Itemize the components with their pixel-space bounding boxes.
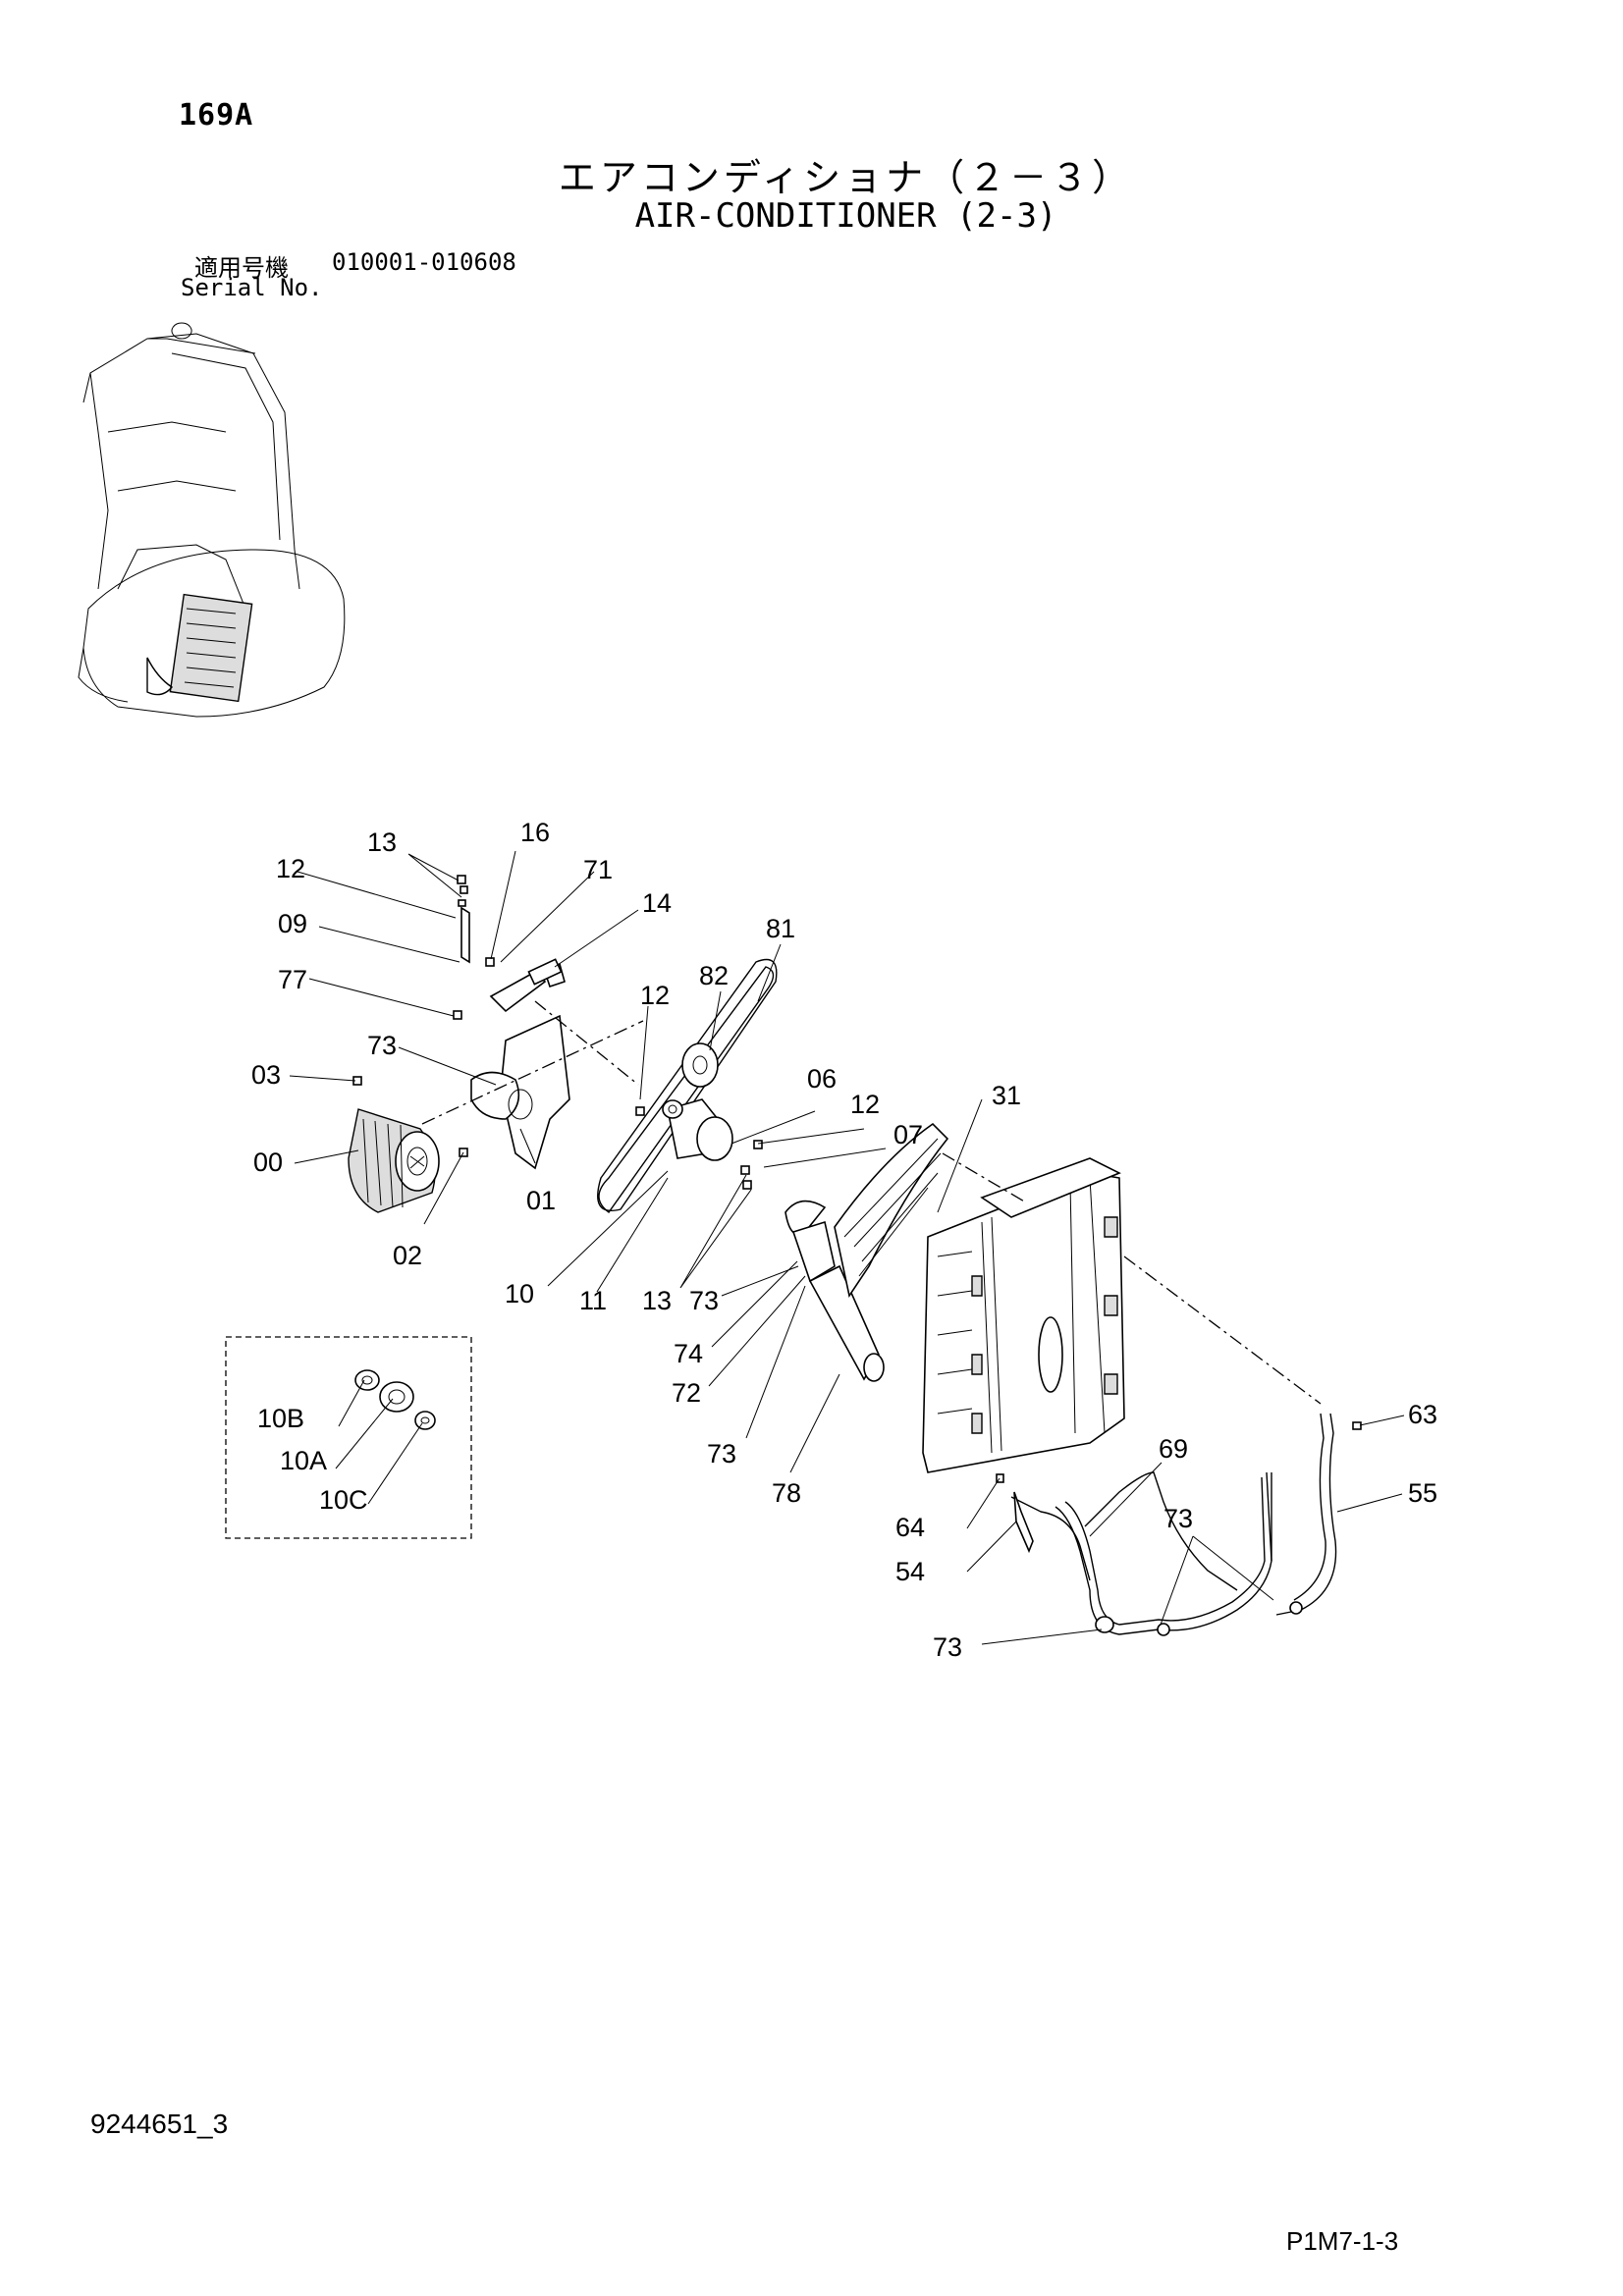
bolts-and-nuts — [352, 875, 1362, 1483]
callout-13-bottom: 13 — [642, 1286, 672, 1315]
leader-lines — [289, 850, 1405, 1645]
refrigerant-pipes — [1010, 1413, 1337, 1636]
callout-09: 09 — [278, 909, 307, 938]
callout-10c: 10C — [319, 1485, 368, 1515]
machine-overview-illustration — [78, 322, 346, 718]
callout-12-top: 12 — [276, 854, 305, 883]
hose-part-78 — [784, 1200, 885, 1382]
callout-78: 78 — [772, 1478, 801, 1508]
callout-11: 11 — [579, 1286, 607, 1315]
callout-73-pipe: 73 — [1163, 1504, 1193, 1533]
callout-73-bracket: 73 — [367, 1031, 397, 1060]
tension-pulley-part-06 — [662, 1098, 733, 1161]
callout-77: 77 — [278, 965, 307, 994]
detail-10c-washer — [414, 1411, 436, 1430]
idler-pulley-part-82 — [681, 1042, 719, 1088]
callout-73-pipe-bottom: 73 — [933, 1632, 962, 1662]
condenser-radiator-assembly — [922, 1157, 1125, 1473]
callout-31: 31 — [992, 1081, 1021, 1110]
callout-00: 00 — [253, 1148, 283, 1177]
detail-box — [225, 1336, 472, 1539]
callout-10a: 10A — [280, 1446, 327, 1475]
callout-73-hose-bottom: 73 — [707, 1439, 736, 1468]
callout-16: 16 — [520, 818, 550, 847]
title-japanese: エアコンディショナ（２－３） — [558, 156, 1134, 199]
callout-10: 10 — [505, 1279, 534, 1308]
callout-64: 64 — [895, 1513, 925, 1542]
page-code: 169A — [179, 98, 254, 133]
callout-13-top: 13 — [367, 828, 397, 857]
serial-label-english: Serial No. — [181, 274, 323, 301]
page-reference: P1M7-1-3 — [1286, 2226, 1399, 2256]
callout-63: 63 — [1408, 1400, 1437, 1429]
compressor-part-00 — [348, 1108, 440, 1213]
serial-label-japanese: 適用号機 — [194, 254, 289, 282]
callout-81: 81 — [766, 914, 795, 943]
detail-10b-nut — [354, 1369, 380, 1391]
callout-02: 02 — [393, 1241, 422, 1270]
bracket-plate-part-14 — [489, 958, 566, 1013]
callout-69: 69 — [1159, 1434, 1188, 1464]
callout-12-mid: 12 — [640, 981, 670, 1010]
callout-12-right: 12 — [850, 1090, 880, 1119]
bracket-part-01 — [470, 1014, 570, 1170]
document-number: 9244651_3 — [90, 2109, 229, 2139]
detail-10a-pulley — [379, 1381, 414, 1413]
fan-shroud-part-31 — [834, 1122, 949, 1299]
title-english: AIR-CONDITIONER (2-3) — [634, 196, 1057, 236]
callout-54: 54 — [895, 1557, 925, 1586]
callout-03: 03 — [251, 1060, 281, 1090]
callout-72: 72 — [672, 1378, 701, 1408]
serial-range: 010001-010608 — [332, 248, 516, 276]
callout-74: 74 — [674, 1339, 703, 1368]
callout-01: 01 — [526, 1186, 556, 1215]
callout-06: 06 — [807, 1064, 837, 1094]
assembly-centerlines — [421, 1000, 1322, 1405]
callout-82: 82 — [699, 961, 729, 990]
callout-71: 71 — [583, 855, 613, 884]
callout-73-hose-top: 73 — [689, 1286, 719, 1315]
callout-10b: 10B — [257, 1404, 304, 1433]
callout-07: 07 — [893, 1120, 923, 1149]
callout-55: 55 — [1408, 1478, 1437, 1508]
callouts: 13 16 12 71 09 14 81 77 12 82 73 03 06 1… — [251, 818, 1437, 1662]
callout-14: 14 — [642, 888, 672, 918]
